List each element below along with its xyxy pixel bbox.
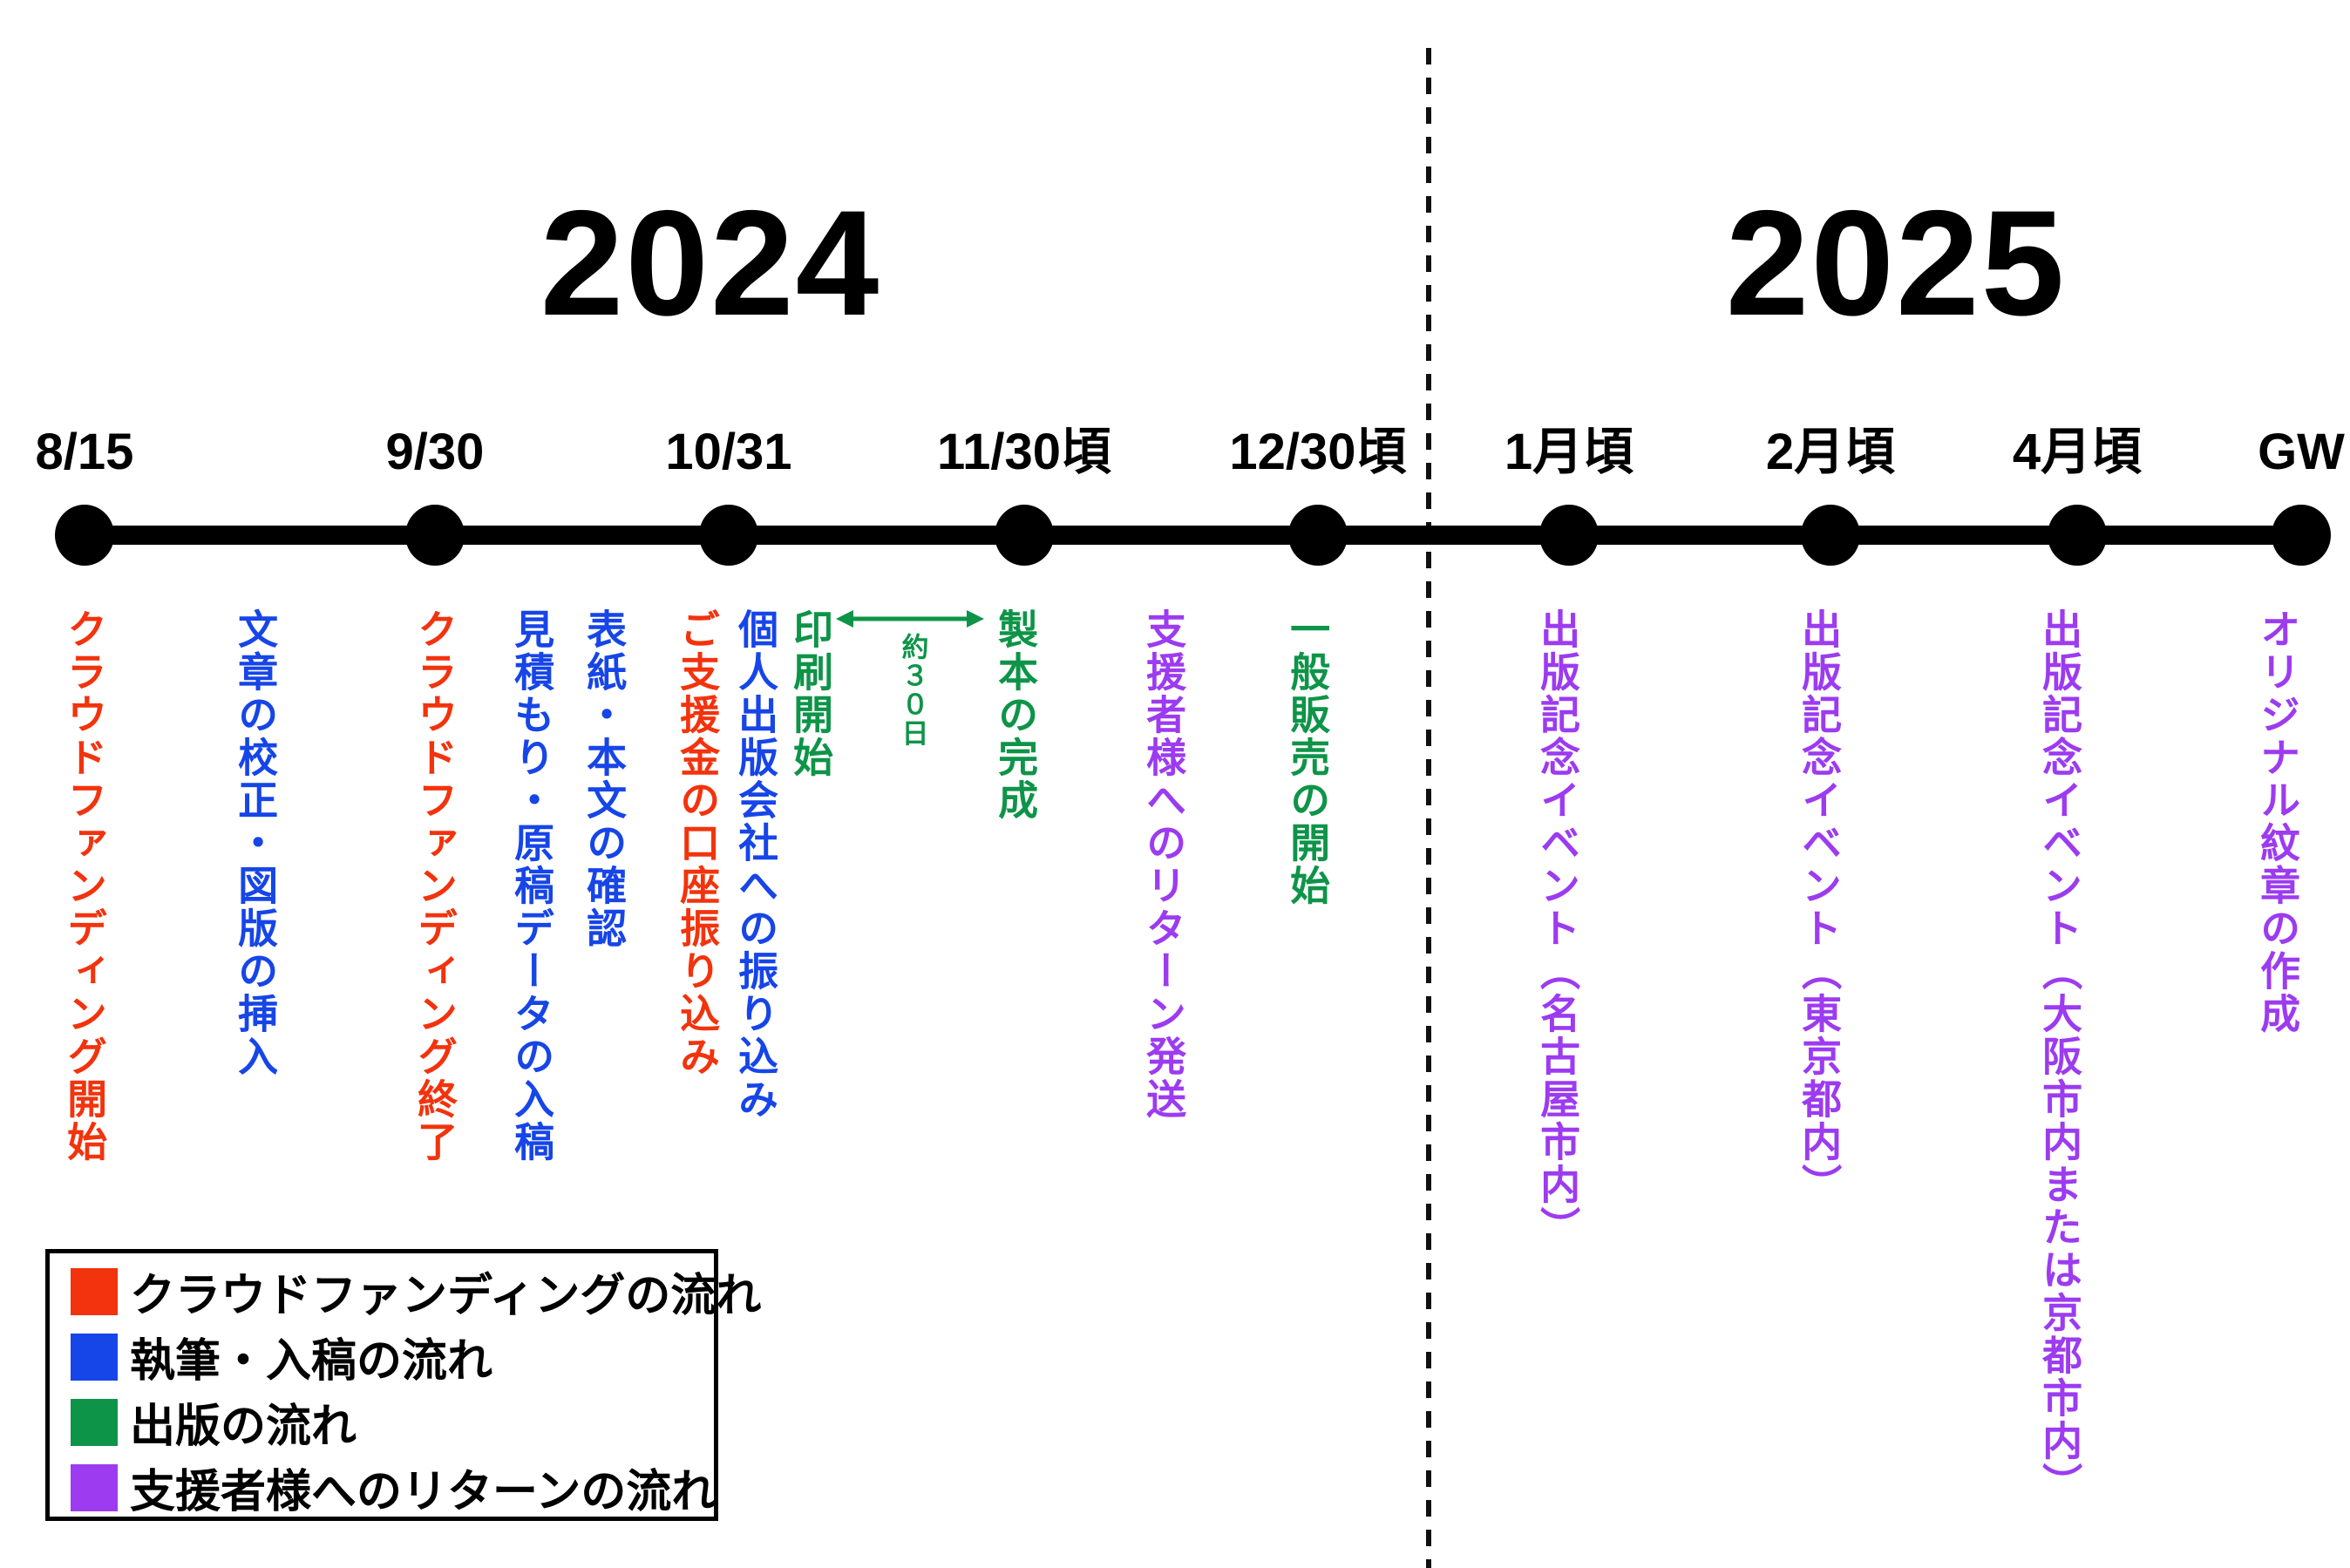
milestone-dot <box>1801 505 1860 566</box>
legend-color-swatch <box>71 1463 118 1511</box>
milestone-dot <box>995 505 1054 566</box>
event-label: 出版記念イベント（名古屋市内） <box>1535 608 1581 1249</box>
event-label: クラウドファンディング終了 <box>412 608 458 1164</box>
event-label: 表紙・本文の確認 <box>581 608 628 950</box>
event-label: 印刷開始 <box>788 608 834 779</box>
event-label: オリジナル紋章の作成 <box>2255 608 2301 1035</box>
event-label: 見積もり・原稿データの入稿 <box>509 608 555 1164</box>
milestone-dot <box>405 505 465 566</box>
duration-note: 約３０日 <box>897 633 928 748</box>
milestone-dot <box>2048 505 2107 566</box>
event-label: 製本の完成 <box>993 608 1039 822</box>
duration-arrow-icon <box>836 610 984 628</box>
legend-item: 執筆・入稿の流れ <box>71 1324 714 1389</box>
legend-label: 執筆・入稿の流れ <box>130 1336 493 1387</box>
legend-color-swatch <box>71 1333 118 1381</box>
year-title-2025: 2025 <box>1725 180 2067 347</box>
event-label: 文章の校正・図版の挿入 <box>233 608 279 1078</box>
year-divider-dashed-line <box>1426 48 1431 1568</box>
event-label: 個人出版会社への振り込み <box>733 608 779 1121</box>
legend-label: クラウドファンディングの流れ <box>130 1271 762 1321</box>
milestone-date-label: 1月頃 <box>1504 424 1634 480</box>
milestone-date-label: 9/30 <box>385 424 485 480</box>
event-label: ご支援金の口座振り込み <box>675 608 721 1078</box>
event-label: クラウドファンディング開始 <box>62 608 108 1164</box>
legend-label: 出版の流れ <box>130 1402 357 1452</box>
legend: クラウドファンディングの流れ執筆・入稿の流れ出版の流れ支援者様へのリターンの流れ <box>45 1249 761 1521</box>
milestone-dot <box>2272 505 2331 566</box>
legend-color-swatch <box>71 1398 118 1446</box>
legend-item: 支援者様へのリターンの流れ <box>71 1455 717 1520</box>
milestone-date-label: 8/15 <box>35 424 134 480</box>
milestone-date-label: GW <box>2258 424 2345 480</box>
milestone-date-label: 4月頃 <box>2012 424 2143 480</box>
milestone-date-label: 12/30頃 <box>1229 424 1407 480</box>
milestone-date-label: 11/30頃 <box>937 424 1111 480</box>
milestone-dot <box>1539 505 1599 566</box>
timeline-axis <box>85 526 2301 545</box>
legend-item: 出版の流れ <box>71 1389 714 1455</box>
legend-color-swatch <box>71 1267 118 1315</box>
legend-label: 支援者様へのリターンの流れ <box>130 1467 717 1517</box>
milestone-date-label: 2月頃 <box>1765 424 1896 480</box>
milestone-date-label: 10/31 <box>665 424 792 480</box>
milestone-dot <box>55 505 114 566</box>
event-label: 出版記念イベント（東京都内） <box>1796 608 1843 1206</box>
event-label: 出版記念イベント（大阪市内または京都市内） <box>2037 608 2083 1505</box>
event-label: 支援者様へのリターン発送 <box>1141 608 1187 1121</box>
milestone-dot <box>699 505 758 566</box>
milestone-dot <box>1288 505 1348 566</box>
legend-item: クラウドファンディングの流れ <box>71 1259 761 1324</box>
year-title-2024: 2024 <box>540 180 881 347</box>
event-label: 一般販売の開始 <box>1285 608 1331 907</box>
